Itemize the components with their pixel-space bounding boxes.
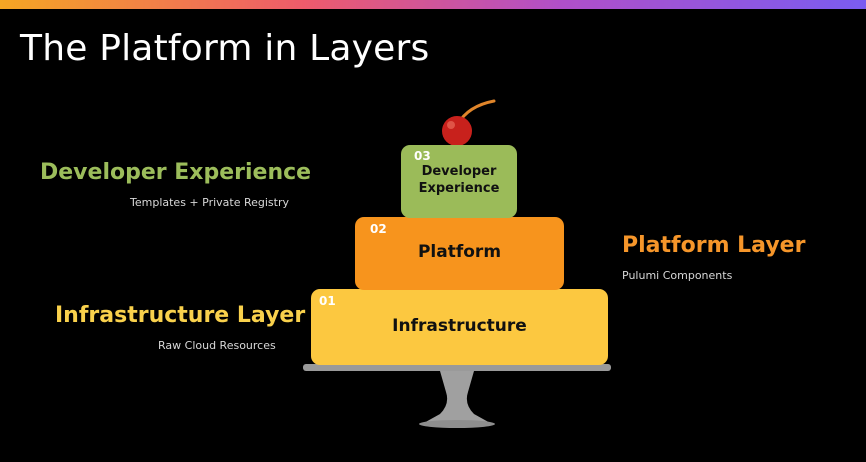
- developer-experience-tier: 03 Developer Experience: [401, 145, 517, 218]
- tier-label: Platform: [417, 242, 502, 262]
- tier-label-line1: Developer: [421, 164, 497, 179]
- tier-label-line2: Experience: [418, 181, 500, 196]
- cherry-icon: [442, 99, 496, 146]
- tier-number: 02: [370, 222, 387, 236]
- platform-tier: 02 Platform: [355, 217, 564, 290]
- tier-number: 01: [319, 294, 336, 308]
- slide-title: The Platform in Layers: [20, 28, 430, 69]
- developer-experience-heading: Developer Experience: [40, 160, 312, 185]
- tier-label: Infrastructure: [392, 316, 527, 336]
- infrastructure-layer-heading: Infrastructure Layer: [55, 303, 306, 328]
- platform-layer-heading: Platform Layer: [622, 233, 806, 258]
- top-gradient-bar: [0, 0, 866, 9]
- platform-layer-subtitle: Pulumi Components: [622, 269, 733, 282]
- infrastructure-layer-subtitle: Raw Cloud Resources: [158, 339, 276, 352]
- infrastructure-tier: 01 Infrastructure: [311, 289, 608, 365]
- developer-experience-subtitle: Templates + Private Registry: [130, 196, 290, 209]
- tier-number: 03: [414, 149, 431, 163]
- cake-stand-icon: [303, 364, 611, 428]
